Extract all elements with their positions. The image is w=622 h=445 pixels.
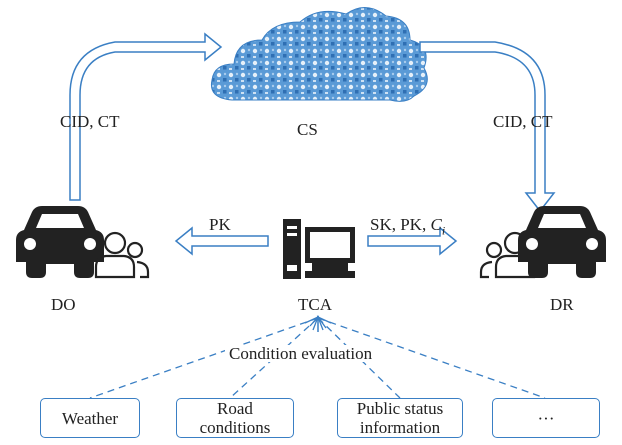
factor-weather-text: Weather	[61, 408, 119, 428]
factor-weather: Weather	[40, 398, 140, 438]
evaluation-arrowheads	[304, 315, 332, 332]
receiver-label: DR	[550, 295, 574, 314]
factor-more: ···	[492, 398, 600, 438]
ciphertext-subscript: i	[441, 223, 446, 238]
factor-public-status: Public status information	[337, 398, 463, 438]
computer-icon	[283, 219, 355, 279]
factor-more-text: ···	[537, 408, 555, 428]
sk-pk-label: SK, PK, Ci	[370, 216, 445, 236]
pk-arrow	[174, 226, 269, 256]
cloud-label: CS	[297, 120, 318, 139]
factor-road-line2: conditions	[199, 418, 271, 437]
factor-road-line1: Road	[217, 399, 253, 418]
center-label: TCA	[298, 295, 332, 314]
factor-road-conditions: Road conditions	[176, 398, 294, 438]
upload-label: CID, CT	[60, 112, 120, 131]
evaluation-lines	[89, 317, 546, 399]
factor-public-line2: information	[359, 418, 441, 437]
car-icon-receiver	[518, 206, 606, 278]
car-icon-owner	[16, 206, 104, 278]
ciphertext-symbol: C	[430, 215, 442, 234]
cloud-icon	[210, 7, 428, 102]
pk-label: PK	[209, 215, 231, 234]
download-label: CID, CT	[493, 112, 553, 131]
sk-pk-arrow	[367, 226, 458, 256]
owner-label: DO	[51, 295, 76, 314]
evaluation-title: Condition evaluation	[225, 345, 377, 362]
users-icon-owner	[94, 231, 150, 279]
factor-public-line1: Public status	[356, 399, 444, 418]
upload-arrow	[69, 32, 223, 201]
sk-pk-text: SK, PK,	[370, 215, 431, 234]
